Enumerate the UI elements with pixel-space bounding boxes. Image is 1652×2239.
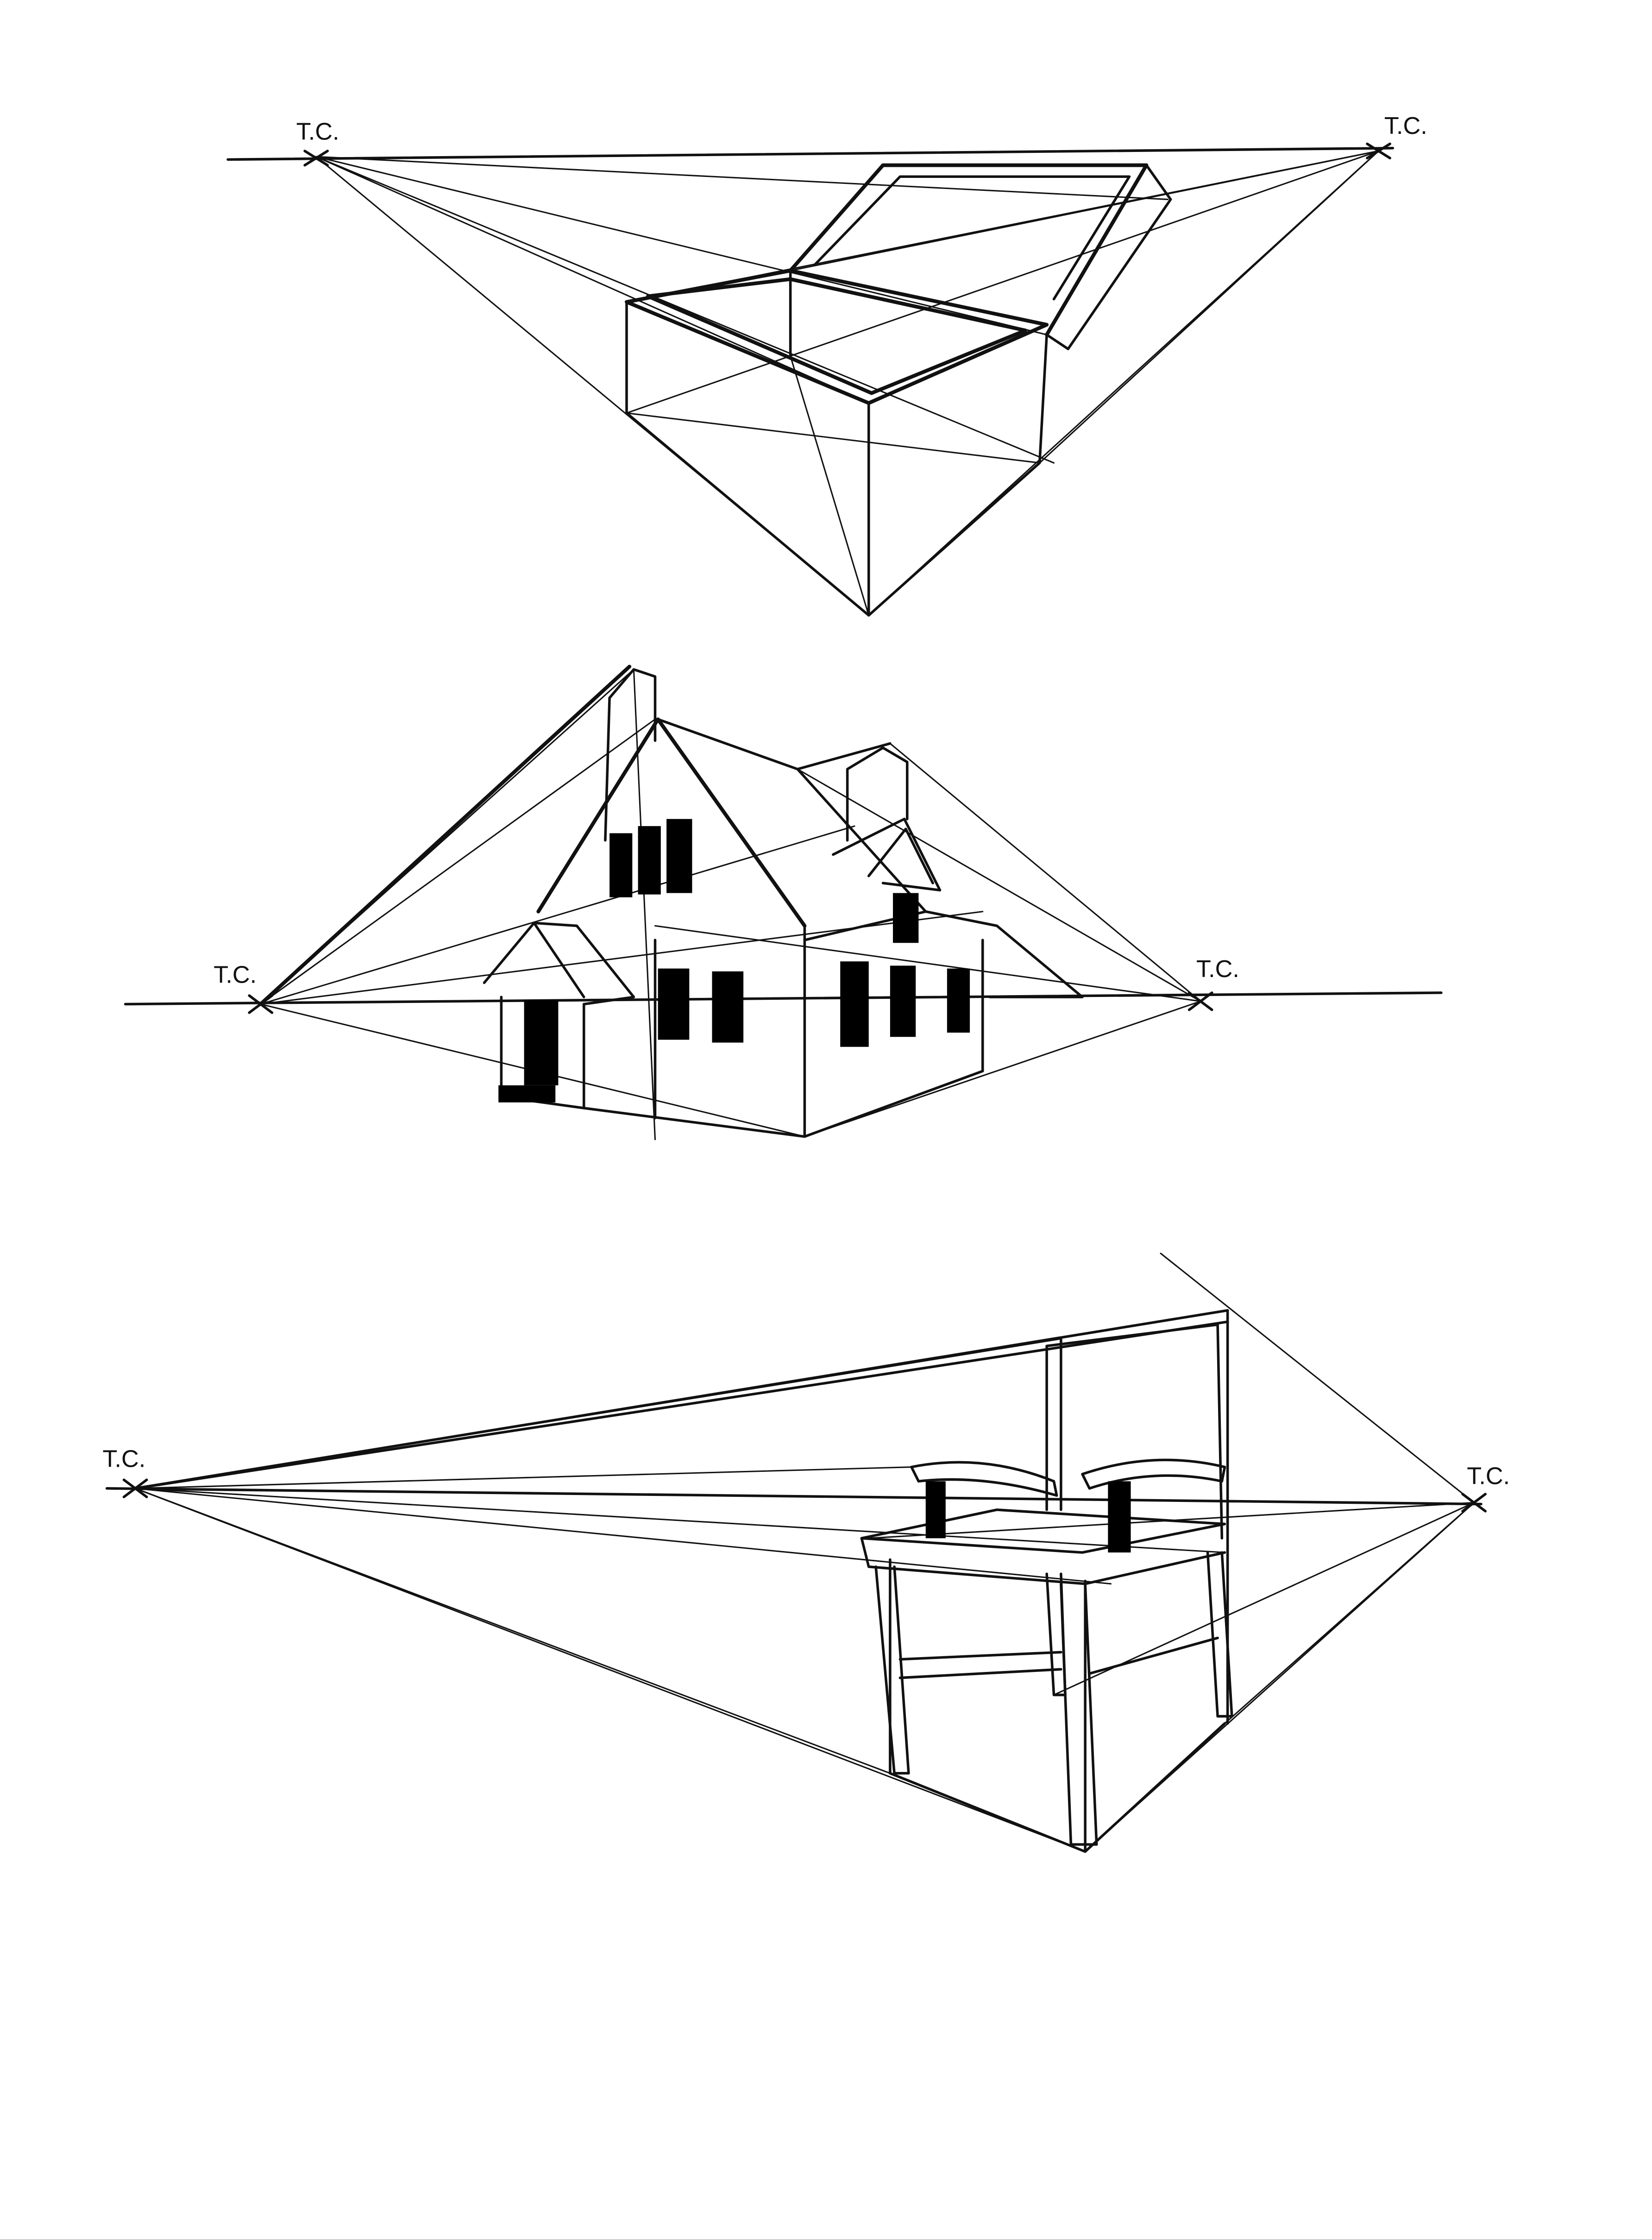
house-construction-lines (260, 669, 1201, 1141)
chair-seat (860, 1508, 1226, 1585)
house-horizon-line (124, 991, 1443, 1006)
house-walls (582, 924, 984, 1138)
house-dormer (832, 818, 942, 943)
chair-vp-right-label: T.C. (1467, 1463, 1510, 1490)
chair-back (1045, 1323, 1224, 1540)
chair-arms (910, 1458, 1226, 1553)
house-roof-guide (258, 664, 632, 1006)
box-vp-right-label: T.C. (1384, 113, 1427, 139)
house-windows (609, 819, 970, 1047)
chair-vp-left-label: T.C. (102, 1446, 145, 1473)
box-lid (788, 163, 1172, 351)
house-figure: T.C. T.C. (124, 664, 1443, 1141)
chair-figure: T.C. T.C. (102, 1252, 1510, 1853)
house-vp-right-label: T.C. (1196, 956, 1239, 983)
box-construction-lines (315, 150, 1380, 616)
house-vp-left-label: T.C. (214, 961, 257, 988)
house-porch (483, 921, 635, 1110)
chair-construction-lines (134, 1252, 1475, 1853)
box-vp-left-label: T.C. (296, 118, 339, 145)
house-chimneys (604, 668, 909, 842)
box-figure: T.C. T.C. (226, 113, 1427, 617)
box-horizon-line (226, 146, 1394, 161)
chair-horizon-line (105, 1487, 1482, 1506)
box-body (625, 269, 1049, 617)
chair-legs (874, 1551, 1233, 1846)
